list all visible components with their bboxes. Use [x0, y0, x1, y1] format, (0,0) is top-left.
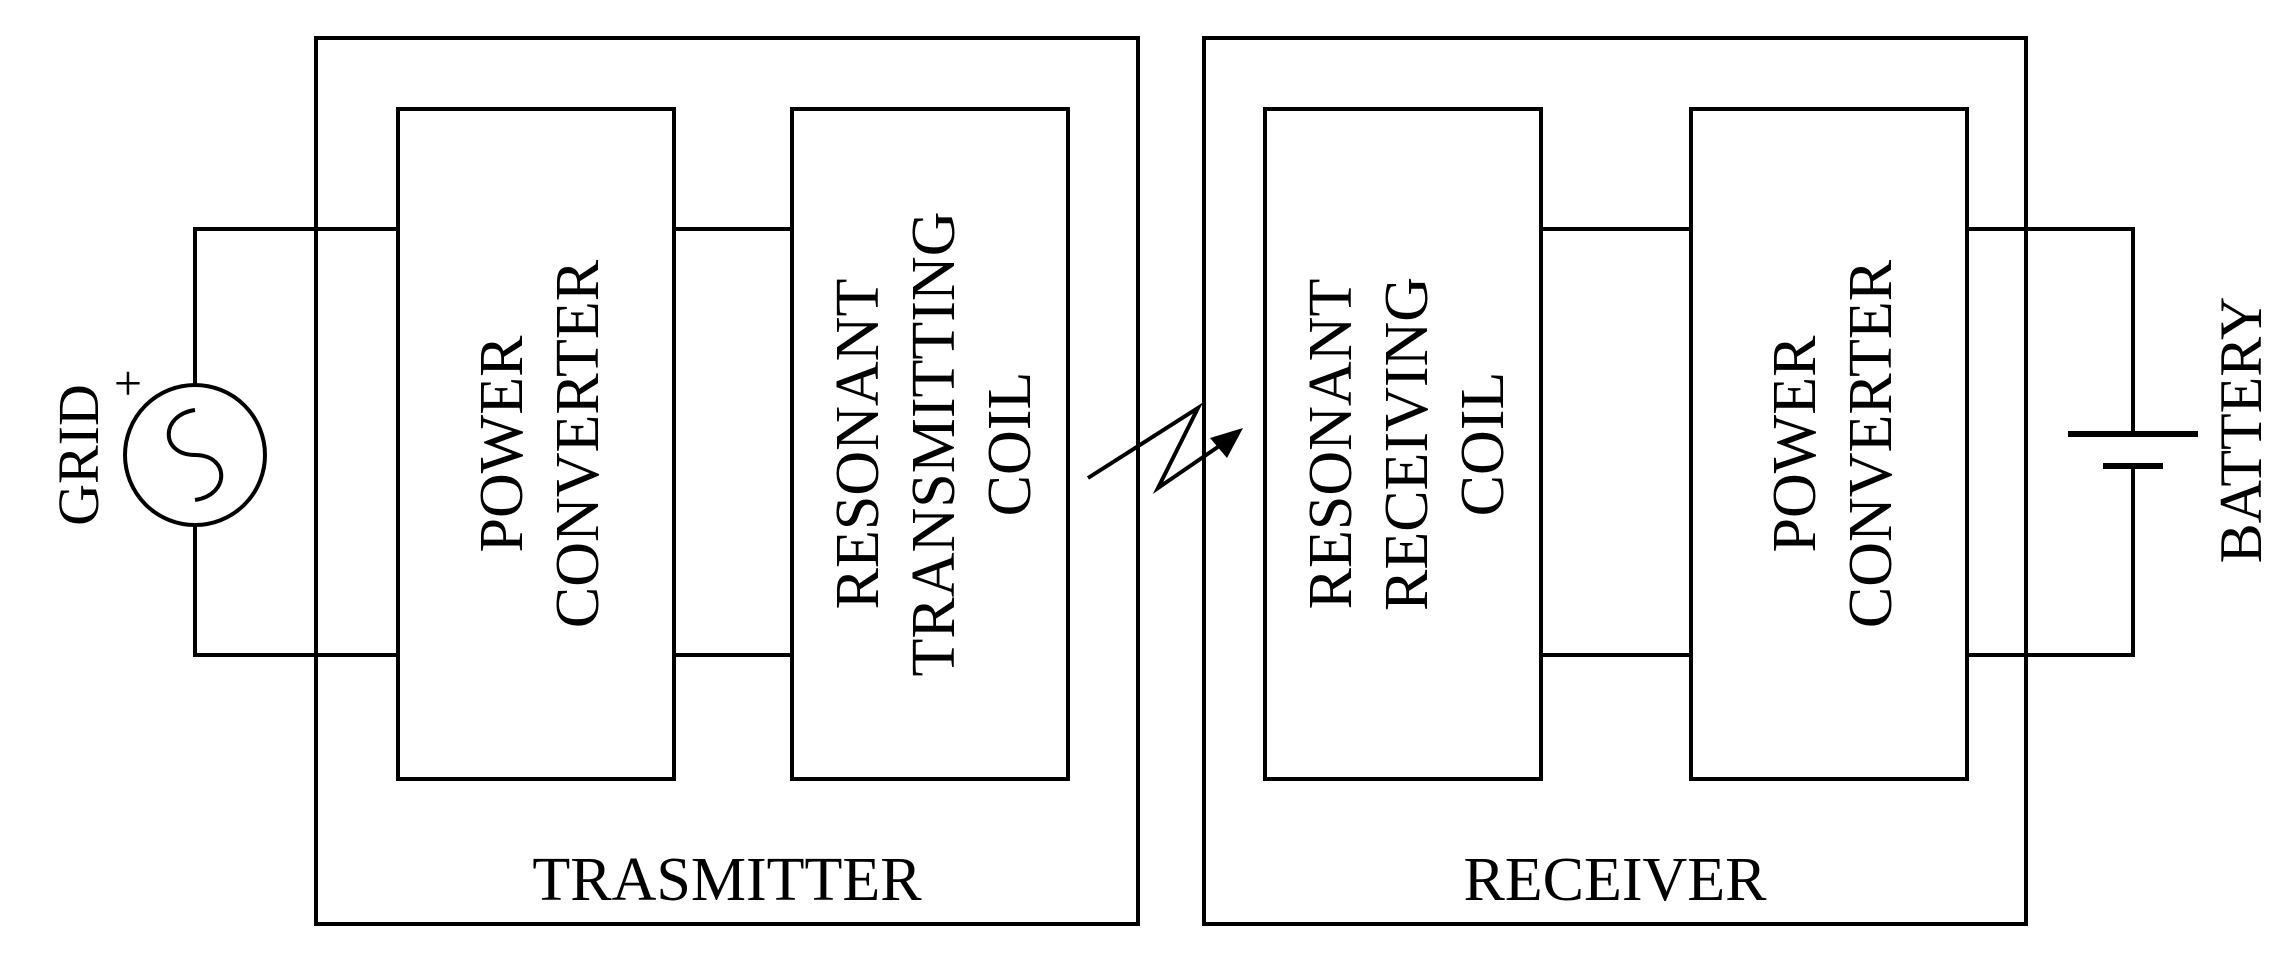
battery-bottom-wire [1967, 466, 2135, 657]
sine-wave-icon [166, 408, 224, 502]
grid-top-wire [193, 227, 398, 385]
grid-bottom-wire [193, 525, 398, 657]
transmitter-box [314, 36, 1140, 926]
tx-power-converter-line-1: POWER [468, 335, 536, 553]
plus-sign: + [114, 355, 142, 411]
tx-resonant-coil-line-3: COIL [976, 372, 1044, 517]
wireless-link-arrowhead [1210, 428, 1243, 458]
rx-resonant-coil-line-2: RECEIVING [1373, 277, 1441, 611]
wireless-link-icon [1086, 402, 1230, 495]
receiver-label: RECEIVER [1463, 846, 1767, 914]
tx-resonant-coil-line-1: RESONANT [824, 279, 892, 610]
tx-power-converter-label: POWER CONVERTER [468, 259, 612, 628]
rx-power-converter-line-1: POWER [1761, 335, 1829, 553]
rx-resonant-coil-label: RESONANT RECEIVING COIL [1297, 277, 1517, 611]
rx-power-converter-label: POWER CONVERTER [1761, 259, 1905, 628]
rx-power-converter-line-2: CONVERTER [1837, 259, 1905, 628]
rx-resonant-coil-block [1263, 107, 1543, 781]
tx-power-converter-block [396, 107, 676, 781]
rx-resonant-coil-line-1: RESONANT [1297, 279, 1365, 610]
battery-label: BATTERY [2208, 297, 2274, 564]
rx-resonant-coil-line-3: COIL [1449, 372, 1517, 517]
tx-resonant-coil-label: RESONANT TRANSMITTING COIL [824, 212, 1044, 677]
rx-power-converter-block [1689, 107, 1969, 781]
tx-resonant-coil-block [790, 107, 1070, 781]
transmitter-label: TRASMITTER [532, 846, 922, 914]
ac-source-icon [123, 383, 267, 527]
tx-resonant-coil-line-2: TRANSMITTING [900, 212, 968, 677]
receiver-box [1202, 36, 2028, 926]
tx-power-converter-line-2: CONVERTER [544, 259, 612, 628]
grid-label: GRID [46, 384, 111, 526]
battery-top-wire [1967, 227, 2135, 434]
